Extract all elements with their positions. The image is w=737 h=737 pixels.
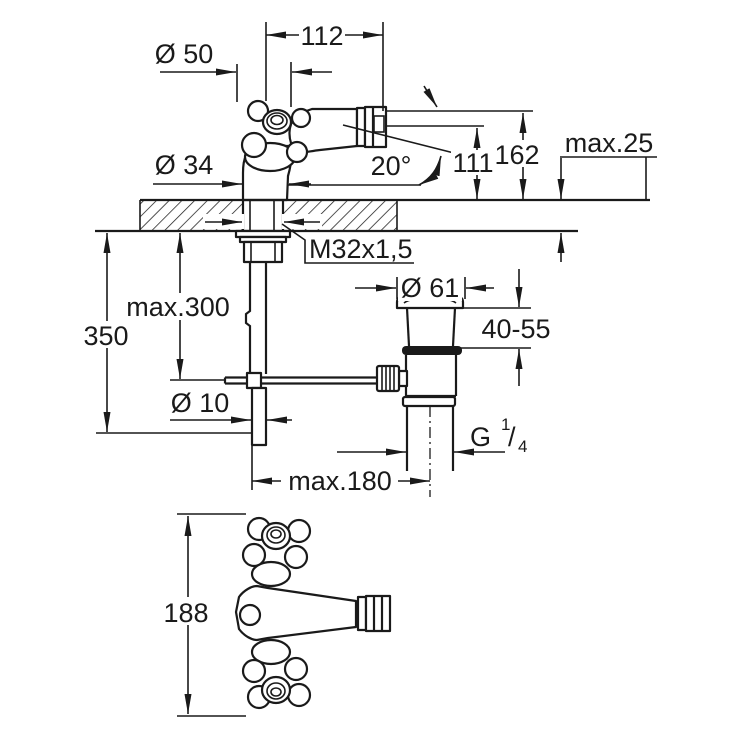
dim-label-waste-thread-denominator: 4 <box>518 437 527 456</box>
dim-label-outlet-height: 111 <box>452 148 493 178</box>
aerator-block-collar <box>355 106 367 148</box>
handle-knob <box>246 99 270 123</box>
handle-cap-ring <box>266 526 286 544</box>
dim-label-rosette-diameter: Ø 50 <box>155 39 214 69</box>
handle-knob <box>283 656 309 682</box>
label-mask <box>281 467 398 494</box>
handle-knob <box>286 518 312 544</box>
waste-assembly <box>375 293 465 497</box>
front-view-faucet <box>240 99 388 202</box>
rod-clamp <box>245 371 263 390</box>
mounting-nut <box>242 240 284 264</box>
angle-arc <box>418 155 442 186</box>
dim-label-hose-projection: max.300 <box>126 292 230 322</box>
leader-spout <box>423 85 438 108</box>
label-mask <box>299 22 345 48</box>
waste-gasket <box>402 346 462 355</box>
waste-neck <box>451 307 457 347</box>
label-mask <box>494 140 541 167</box>
handle-knob <box>285 140 309 164</box>
handle-knob <box>286 682 312 708</box>
handle-knob <box>241 542 267 568</box>
top-view-faucet <box>234 516 392 710</box>
dim-label-clamping-range: 40-55 <box>481 314 550 344</box>
handle-cap-ring <box>270 529 282 539</box>
dimension-labels: Ø 50 112 Ø 34 20° 111 162 max.25 M32x1,5… <box>83 21 653 628</box>
handle-skirt <box>250 560 292 588</box>
dim-label-overall-height: 162 <box>494 140 539 170</box>
handle-cap-ring <box>266 112 288 130</box>
label-mask <box>368 155 414 177</box>
aerator-block <box>363 105 388 149</box>
label-mask <box>84 321 129 348</box>
dim-label-below-deck-height: 350 <box>83 321 128 351</box>
handle-knob <box>241 658 267 684</box>
dim-label-deck-thickness: max.25 <box>565 128 654 158</box>
handle-knob <box>240 131 268 159</box>
rod-knob-stem <box>397 369 409 388</box>
label-mask <box>162 597 210 625</box>
dim-label-body-diameter: Ø 34 <box>155 150 214 180</box>
aerator-inner <box>373 115 385 133</box>
dimension-lines <box>96 22 657 717</box>
handle-cap-ring <box>266 682 286 700</box>
leader-thread <box>281 223 414 264</box>
handle-knob <box>283 544 309 570</box>
aerator-block <box>364 594 392 633</box>
tailpipe-collar <box>401 395 457 408</box>
dim-label-mounting-thread: M32x1,5 <box>309 234 413 264</box>
body-port <box>238 603 262 627</box>
handle-cap-ring <box>270 687 282 697</box>
dim-label-rod-diameter: Ø 10 <box>171 388 230 418</box>
label-mask <box>451 150 495 175</box>
waste-neck <box>405 307 411 347</box>
rod-knob <box>375 364 401 393</box>
handle-knob <box>290 107 312 129</box>
handle-skirt <box>250 638 292 666</box>
dim-label-rod-reach: max.180 <box>288 466 392 496</box>
dim-label-spout-reach: 112 <box>300 21 343 51</box>
angle-ray-line <box>342 124 459 155</box>
dim-label-waste-thread-slash: / <box>508 422 516 452</box>
aerator-block-collar <box>356 595 368 632</box>
dim-label-waste-thread-g: G <box>470 422 491 452</box>
label-mask <box>398 275 462 301</box>
supply-tube-left <box>244 262 252 374</box>
countertop-section <box>95 198 650 233</box>
dim-label-spout-angle: 20° <box>371 151 412 181</box>
label-mask <box>124 293 233 320</box>
pop-up-rod <box>250 386 268 447</box>
dim-label-waste-thread-numerator: 1 <box>501 415 510 434</box>
dim-label-top-view-length: 188 <box>163 598 208 628</box>
handle-cap-ring <box>270 114 284 126</box>
dim-label-waste-flange-diameter: Ø 61 <box>401 273 460 303</box>
top-view-body <box>234 584 358 642</box>
